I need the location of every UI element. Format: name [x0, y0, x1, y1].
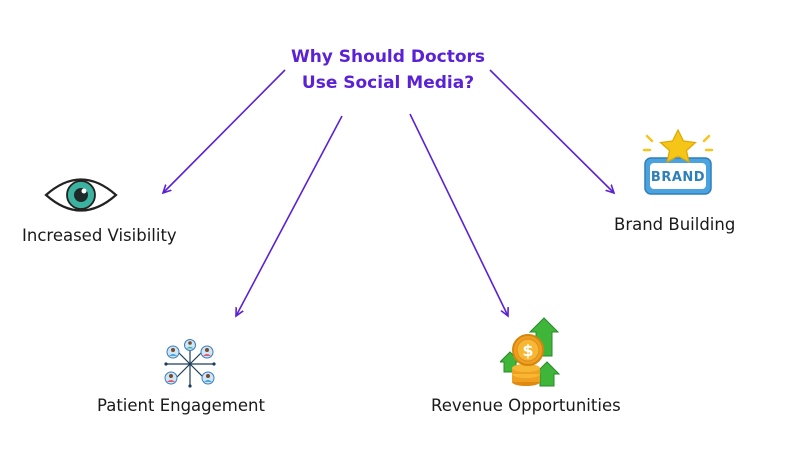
coins-up-arrows-icon: $: [500, 317, 561, 387]
arrow-to-engagement: [236, 115, 343, 316]
title-line-1: Why Should Doctors: [290, 47, 486, 67]
diagram-title: Why Should Doctors Use Social Media?: [238, 44, 538, 96]
node-label-revenue: Revenue Opportunities: [431, 396, 621, 415]
node-label-visibility: Increased Visibility: [22, 226, 177, 245]
node-label-engagement: Patient Engagement: [97, 396, 265, 415]
arrow-to-brand: [489, 69, 614, 193]
node-label-brand: Brand Building: [614, 215, 736, 234]
brand-badge-text: BRAND: [651, 170, 705, 185]
eye-icon: [44, 178, 118, 212]
title-line-2: Use Social Media?: [301, 73, 475, 93]
arrow-to-visibility: [163, 69, 286, 193]
network-people-icon: [164, 339, 216, 388]
arrow-to-revenue: [409, 113, 508, 316]
brand-star-icon: BRAND: [642, 128, 714, 195]
coin-symbol: $: [522, 341, 533, 360]
